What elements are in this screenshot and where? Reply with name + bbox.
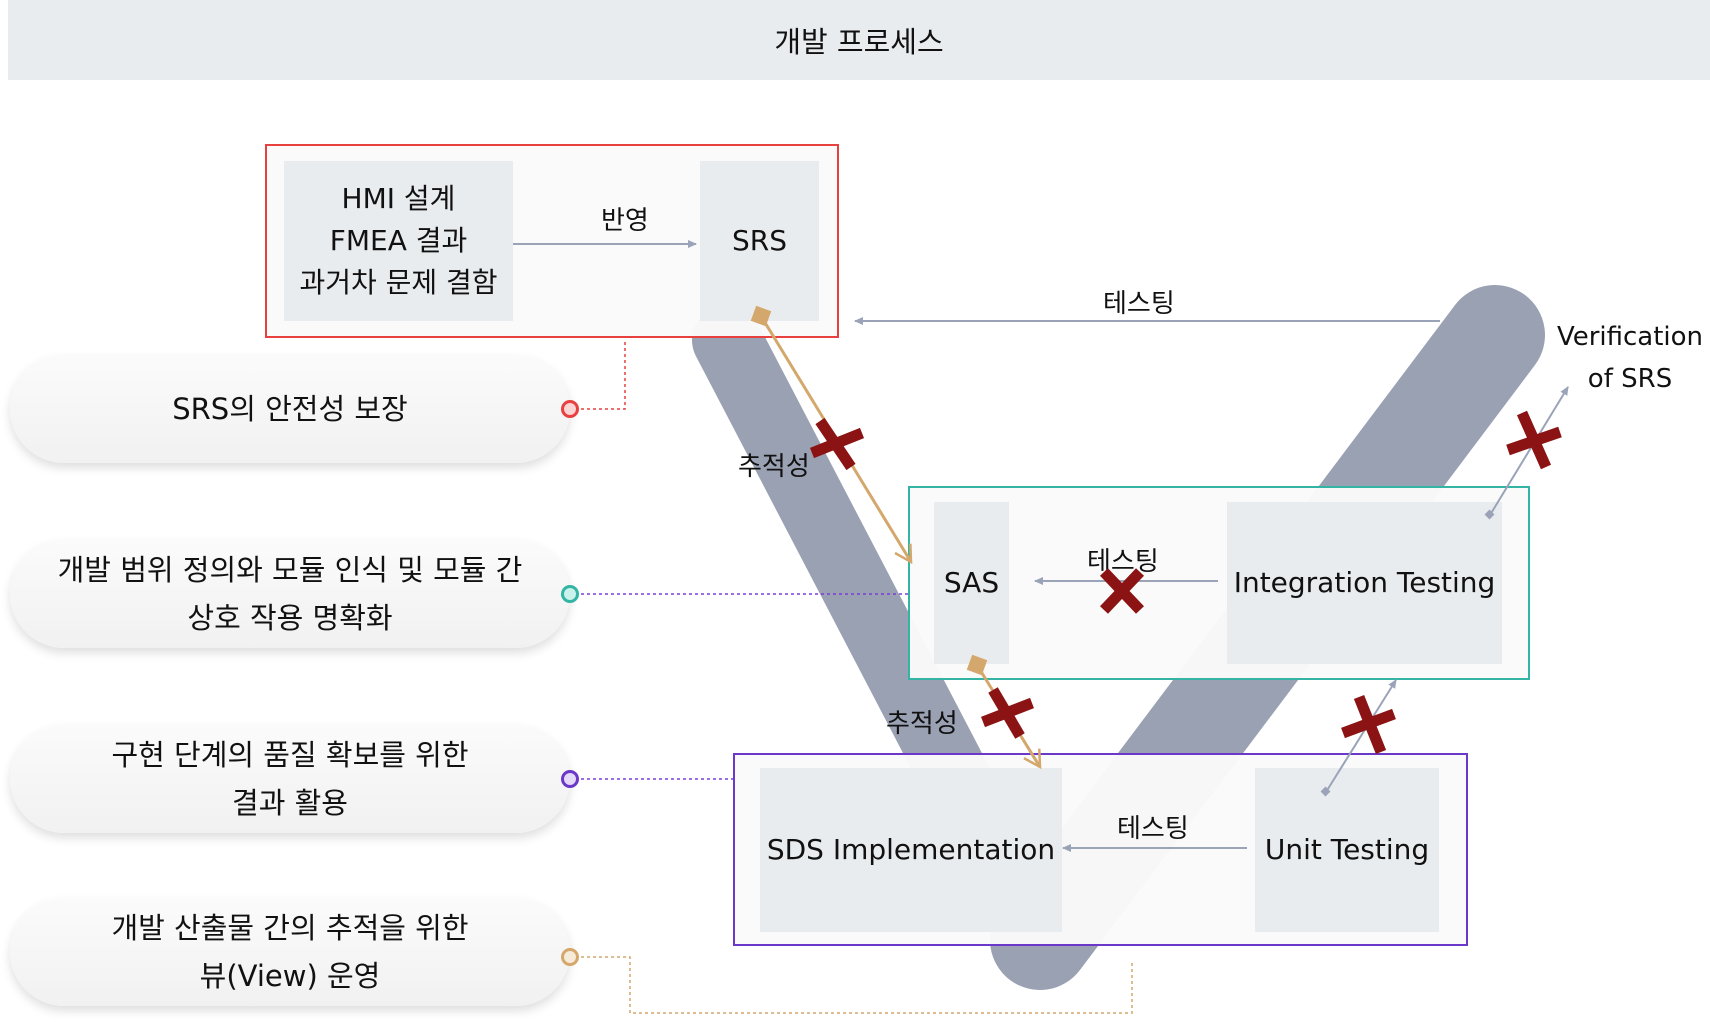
sas-label: SAS xyxy=(943,566,1000,599)
pill-text-line1: 개발 산출물 간의 추적을 위한 xyxy=(111,911,469,945)
unit-verification-start xyxy=(1320,786,1331,797)
pill-text: SRS의 안전성 보장 xyxy=(172,392,408,426)
reflect-arrow-label: 반영 xyxy=(601,206,649,236)
pill-dot-unit xyxy=(561,770,579,788)
connector-srs xyxy=(581,339,626,410)
verification-of-srs-label: Verification of SRS xyxy=(1550,316,1710,400)
integration-verification-start xyxy=(1484,509,1495,520)
cross-mark-srs-verification xyxy=(1506,410,1562,470)
diagram-header: 개발 프로세스 xyxy=(8,0,1710,80)
verification-testing-label: 테스팅 xyxy=(1103,289,1175,319)
integration-to-srs-verification-arrow xyxy=(1489,386,1569,516)
unit-testing-arrow-label: 테스팅 xyxy=(1117,814,1189,844)
pill-dot-srs xyxy=(561,400,579,418)
srs-box: SRS xyxy=(700,161,819,321)
srs-label: SRS xyxy=(731,224,787,257)
input-hmi-design: HMI 설계 xyxy=(341,182,456,215)
unit-to-integration-verification-arrow xyxy=(1325,679,1397,793)
pill-traceability-view: 개발 산출물 간의 추적을 위한 뷰(View) 운영 xyxy=(10,898,570,1006)
sds-implementation-box: SDS Implementation xyxy=(760,768,1062,932)
pill-text-line2: 상호 작용 명확화 xyxy=(187,601,393,635)
input-fmea-result: FMEA 결과 xyxy=(329,224,468,257)
traceability-node-lower xyxy=(966,654,988,676)
traceability-node-upper xyxy=(750,305,772,327)
integration-testing-label: Integration Testing xyxy=(1233,566,1496,599)
cross-mark-traceability-upper xyxy=(809,417,865,471)
requirement-inputs-box: HMI 설계 FMEA 결과 과거차 문제 결함 xyxy=(284,161,513,321)
verification-line2: of SRS xyxy=(1587,364,1673,394)
unit-testing-box: Unit Testing xyxy=(1255,768,1439,932)
sds-implementation-label: SDS Implementation xyxy=(766,833,1056,866)
pill-dot-integration xyxy=(561,585,579,603)
traceability-label-upper: 추적성 xyxy=(738,452,810,482)
integration-testing-box: Integration Testing xyxy=(1227,502,1502,664)
pill-dot-trace xyxy=(561,948,579,966)
connector-trace xyxy=(581,956,1133,1014)
verification-line1: Verification xyxy=(1556,322,1704,352)
traceability-label-lower: 추적성 xyxy=(886,709,958,739)
pill-text-line2: 뷰(View) 운영 xyxy=(199,959,381,993)
cross-mark-unit-verification xyxy=(1341,694,1396,755)
cross-mark-traceability-lower xyxy=(981,687,1034,739)
pill-text-line1: 개발 범위 정의와 모듈 인식 및 모듈 간 xyxy=(57,553,523,587)
cross-mark-integration-testing xyxy=(1100,568,1144,614)
sas-box: SAS xyxy=(934,502,1009,664)
pill-text-line1: 구현 단계의 품질 확보를 위한 xyxy=(111,738,469,772)
pill-dev-scope: 개발 범위 정의와 모듈 인식 및 모듈 간 상호 작용 명확화 xyxy=(10,540,570,648)
pill-quality: 구현 단계의 품질 확보를 위한 결과 활용 xyxy=(10,725,570,833)
integration-testing-arrow-label: 테스팅 xyxy=(1087,547,1159,577)
pill-srs-safety: SRS의 안전성 보장 xyxy=(10,355,570,463)
pill-text-line2: 결과 활용 xyxy=(232,786,348,820)
unit-testing-label: Unit Testing xyxy=(1264,833,1430,866)
diagram-title: 개발 프로세스 xyxy=(774,25,944,59)
input-past-defects: 과거차 문제 결함 xyxy=(299,266,498,299)
